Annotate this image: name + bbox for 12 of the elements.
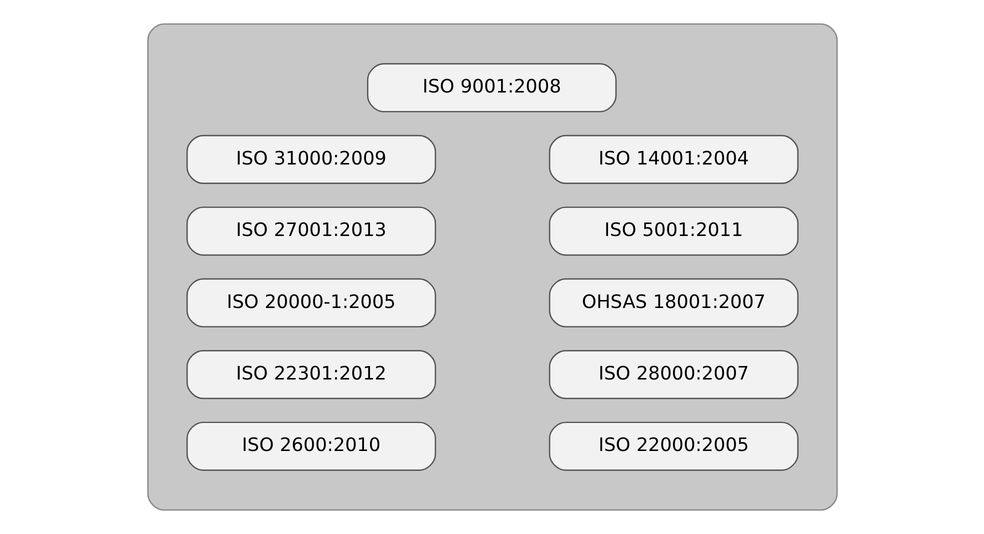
node-box: ISO 27001:2013 [186, 206, 436, 256]
node-box: ISO 9001:2008 [366, 63, 616, 112]
cluster [146, 23, 838, 511]
node-box: ISO 22301:2012 [186, 350, 436, 400]
node-box: ISO 5001:2011 [548, 206, 798, 256]
node-box: OHSAS 18001:2007 [548, 278, 798, 328]
node-box: ISO 31000:2009 [186, 134, 436, 184]
node-box: ISO 20000-1:2005 [186, 278, 436, 328]
node-box: ISO 28000:2007 [548, 350, 798, 400]
node-box: ISO 22000:2005 [548, 422, 798, 471]
node-box: ISO 14001:2004 [548, 134, 798, 184]
node-box: ISO 2600:2010 [186, 422, 436, 471]
